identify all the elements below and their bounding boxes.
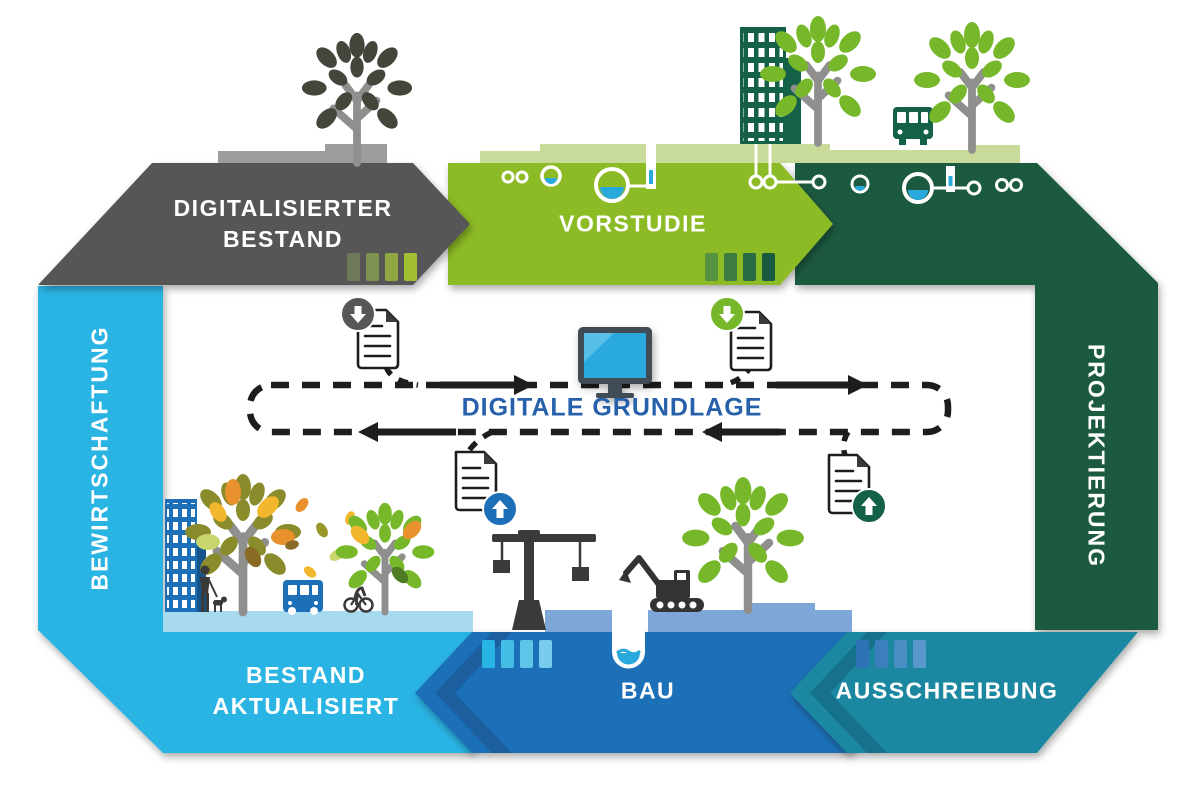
document-upload-blue-icon: [454, 450, 518, 527]
stage-arrow-digitalisierter-bestand: [38, 163, 470, 285]
tree-icon: [301, 32, 413, 163]
building-icon: [165, 499, 206, 612]
scene-bau: [492, 477, 852, 669]
crane-icon: [492, 530, 596, 630]
pedestrian-icon: [200, 565, 227, 612]
tree-icon: [682, 477, 804, 610]
stage-arrow-projektierung: [795, 163, 1158, 630]
scene-bestand-aktualisiert: [163, 474, 473, 632]
scene-digitalisierter-bestand: [218, 32, 413, 163]
transition-bars-green-darkgreen: [705, 253, 775, 281]
document-download-green-icon: [709, 296, 773, 372]
document-upload-darkgreen-icon: [827, 453, 887, 524]
bus-icon: [283, 580, 323, 615]
lifecycle-ring: [38, 163, 1158, 753]
scene-vorstudie: [480, 16, 1030, 204]
transition-bars-teal-blue: [856, 640, 926, 668]
tree-icon: [185, 474, 301, 612]
transition-bars-gray-green: [347, 253, 417, 281]
excavator-icon: [619, 555, 704, 612]
document-download-gray-icon: [340, 296, 400, 370]
tree-icon: [335, 502, 435, 612]
stage-arrow-ausschreibung: [790, 632, 1138, 753]
flow-arrow-left: [358, 422, 780, 442]
transition-bars-blue-cyan: [482, 640, 552, 668]
building-icon: [740, 27, 801, 144]
trench-icon: [612, 606, 645, 669]
pipe-network-icon: [501, 141, 1023, 204]
monitor-icon: [578, 327, 652, 398]
stage-arrow-bewirtschaftung: [38, 286, 473, 753]
tram-icon: [893, 107, 933, 145]
flow-arrow-right: [440, 375, 868, 395]
